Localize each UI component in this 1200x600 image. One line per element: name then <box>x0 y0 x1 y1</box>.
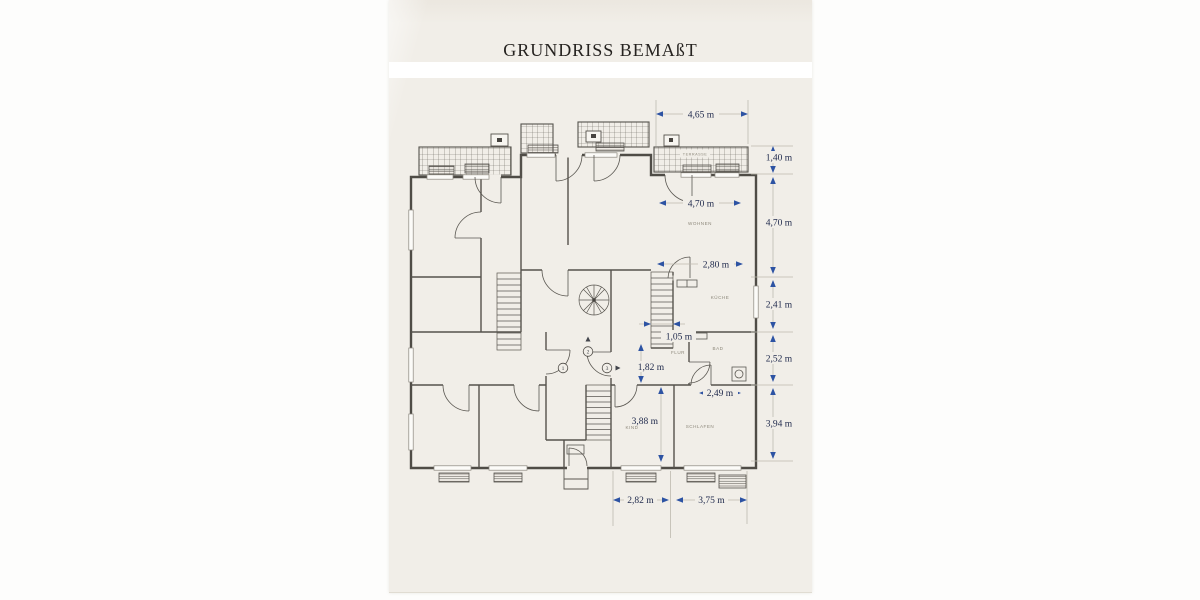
wall-openings <box>443 152 711 471</box>
page-title: GRUNDRISS BEMAßT <box>503 40 698 60</box>
dim-label-stair-width: 1,05 m <box>666 333 693 343</box>
room-labels: TERRASSE WOHNEN KÜCHE FLUR BAD KIND SCHL… <box>626 149 730 430</box>
room-label-wohnen: WOHNEN <box>688 221 712 226</box>
dim-label-bad-depth: 2,52 m <box>766 355 793 365</box>
dim-label-flur-width: 1,82 m <box>638 363 665 373</box>
dim-label-kueche-depth: 2,41 m <box>766 301 793 311</box>
vestibule-desk <box>566 444 585 455</box>
dim-label-terrace-depth: 1,40 m <box>766 154 793 164</box>
scan-white-band <box>389 62 812 78</box>
windows <box>408 152 759 471</box>
door-numbers: 1 2 3 <box>557 336 621 374</box>
dim-label-schlafen-depth: 3,94 m <box>766 420 793 430</box>
door-number-1: 1 <box>562 366 565 372</box>
scanned-page: GRUNDRISS BEMAßT <box>389 0 812 593</box>
dim-kind-depth: 3,88 m <box>624 387 664 462</box>
stairs <box>496 271 674 441</box>
dim-label-kind-depth: 3,88 m <box>632 417 659 427</box>
room-label-flur: FLUR <box>671 350 685 355</box>
dim-label-schlafen-width-bottom: 3,75 m <box>698 496 725 506</box>
room-label-kueche: KÜCHE <box>711 294 730 300</box>
dimension-annotations: 4,65 m 1,40 m 4,70 m <box>612 100 798 538</box>
spiral-stair <box>578 284 610 316</box>
door-number-3: 3 <box>606 366 609 372</box>
room-label-terrasse: TERRASSE <box>683 153 707 157</box>
dim-wohnen-width: 4,70 m <box>659 196 741 210</box>
dim-schlafen-width: 2,49 m <box>699 386 741 399</box>
dim-top-width: 4,65 m <box>655 100 749 146</box>
dim-kueche-width: 2,80 m <box>657 257 743 271</box>
floor-plan: 4,65 m 1,40 m 4,70 m <box>408 100 798 538</box>
room-label-kind: KIND <box>626 425 639 430</box>
dim-right-chain: 1,40 m 4,70 m 2,41 m 2,52 m <box>751 145 798 462</box>
dim-stair-width: 1,05 m <box>639 321 696 343</box>
door-arcs <box>442 154 712 467</box>
dim-label-top-width: 4,65 m <box>688 111 715 121</box>
dim-flur-width: 1,82 m <box>634 344 668 383</box>
dim-label-kueche-width: 2,80 m <box>703 261 730 271</box>
dim-label-wohnen-depth: 4,70 m <box>766 219 793 229</box>
door-number-2: 2 <box>587 350 590 356</box>
dim-bottom-widths: 2,82 m 3,75 m <box>612 471 748 538</box>
dim-label-schlafen-width: 2,49 m <box>707 389 734 399</box>
room-label-bad: BAD <box>713 346 724 351</box>
right-marker-icon <box>615 365 621 371</box>
up-marker-icon <box>585 336 591 342</box>
washing-machine-icon <box>731 366 747 382</box>
radiators <box>428 142 747 489</box>
dim-label-wohnen-width: 4,70 m <box>688 200 715 210</box>
dim-label-kind-width: 2,82 m <box>627 496 654 506</box>
room-label-schlafen: SCHLAFEN <box>686 424 715 429</box>
